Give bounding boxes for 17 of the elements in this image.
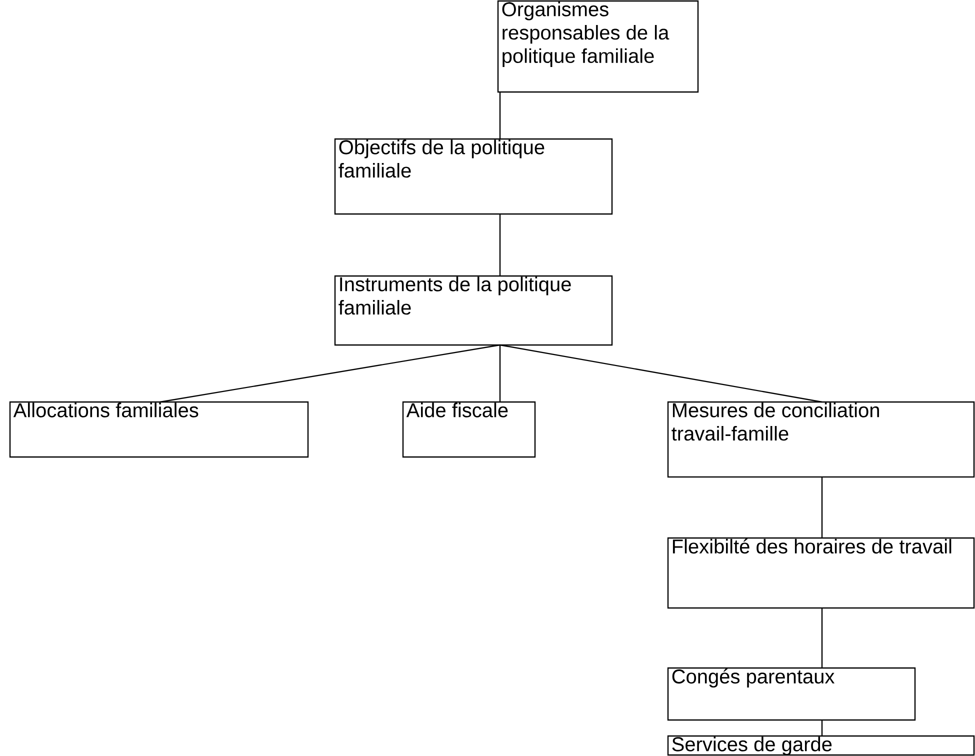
text-box: Mesures de conciliation travail-famille <box>667 401 975 478</box>
connector-line <box>821 477 823 538</box>
text-box: Services de garde <box>667 735 975 756</box>
connector-line <box>821 720 823 736</box>
connector-line <box>500 344 822 403</box>
text-box: Flexibilté des horaires de travail <box>667 537 975 609</box>
text-box: Aide fiscale <box>402 401 536 458</box>
connector-line <box>499 345 501 402</box>
text-box: Allocations familiales <box>9 401 309 458</box>
connector-line <box>821 608 823 668</box>
text-box: Objectifs de la politique familiale <box>334 138 613 215</box>
connector-line <box>499 214 501 276</box>
connector-line <box>499 92 501 139</box>
text-box: Congés parentaux <box>667 667 916 721</box>
text-box: Organismes responsables de la politique familiale <box>497 0 699 93</box>
text-box: Instruments de la politique familiale <box>334 275 613 346</box>
connector-line <box>160 344 500 403</box>
